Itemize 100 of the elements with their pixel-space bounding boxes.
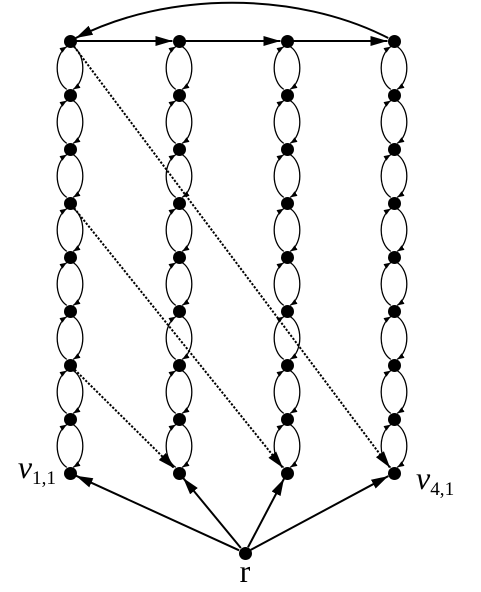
vertex-dot bbox=[64, 196, 76, 210]
curved-arrow bbox=[380, 262, 392, 306]
curved-arrow bbox=[72, 316, 84, 360]
vertex-dot bbox=[64, 358, 76, 372]
curved-arrow bbox=[380, 154, 392, 198]
curved-arrow bbox=[290, 262, 300, 306]
curved-arrow bbox=[290, 100, 300, 144]
curved-arrow bbox=[274, 100, 284, 144]
curved-arrow bbox=[72, 370, 84, 414]
dashed-arrow bbox=[73, 46, 391, 468]
curved-arrow bbox=[166, 208, 176, 252]
vertex-dot bbox=[280, 358, 294, 372]
vertex-dot bbox=[280, 304, 294, 318]
vertex-dot bbox=[388, 250, 400, 264]
vertex-dot bbox=[388, 196, 400, 210]
vertex-dot bbox=[64, 88, 76, 102]
curved-arrow bbox=[72, 208, 84, 252]
curved-arrow bbox=[182, 262, 192, 306]
curved-arrow bbox=[274, 208, 284, 252]
curved-arrow bbox=[274, 262, 284, 306]
curved-arrow bbox=[290, 370, 300, 414]
curved-arrow bbox=[56, 208, 68, 252]
arrow bbox=[186, 36, 280, 46]
curved-arrow bbox=[396, 208, 408, 252]
vertex-dot bbox=[172, 304, 186, 318]
vertex-dot bbox=[280, 88, 294, 102]
vertex-dot bbox=[280, 196, 294, 210]
curved-arrow bbox=[380, 370, 392, 414]
vertex-dot bbox=[388, 88, 400, 102]
vertex-dot bbox=[280, 466, 294, 480]
curved-arrow bbox=[380, 208, 392, 252]
curved-arrow bbox=[56, 262, 68, 306]
vertex-dot bbox=[172, 34, 186, 48]
arrow bbox=[247, 478, 285, 548]
curved-arrow bbox=[380, 316, 392, 360]
vertex-dot bbox=[280, 142, 294, 156]
vertex-dot bbox=[172, 412, 186, 426]
vertex-dot bbox=[172, 88, 186, 102]
curved-arrow bbox=[56, 424, 68, 468]
curved-arrow bbox=[290, 46, 300, 90]
curved-arrow bbox=[166, 100, 176, 144]
curved-arrow bbox=[75, 2, 389, 39]
curved-arrow bbox=[182, 316, 192, 360]
arrow bbox=[182, 477, 242, 549]
curved-arrow bbox=[72, 424, 84, 468]
curved-arrow bbox=[56, 46, 68, 90]
arrow bbox=[76, 36, 172, 46]
curved-arrow bbox=[166, 154, 176, 198]
curved-arrow bbox=[182, 208, 192, 252]
vertex-dot bbox=[64, 142, 76, 156]
arrow bbox=[294, 36, 388, 46]
vertex-dot bbox=[64, 466, 76, 480]
vertex-dot bbox=[64, 34, 76, 48]
curved-arrow bbox=[290, 154, 300, 198]
vertex-dot bbox=[280, 250, 294, 264]
vertex-dot bbox=[388, 304, 400, 318]
vertex-dot bbox=[388, 412, 400, 426]
vertex-dot bbox=[388, 34, 400, 48]
curved-arrow bbox=[182, 100, 192, 144]
curved-arrow bbox=[72, 46, 84, 90]
curved-arrow bbox=[182, 424, 192, 468]
curved-arrow bbox=[56, 100, 68, 144]
vertex-dot bbox=[64, 412, 76, 426]
vertex-dot bbox=[172, 466, 186, 480]
curved-arrow bbox=[72, 100, 84, 144]
vertex-dot bbox=[172, 142, 186, 156]
curved-arrow bbox=[396, 370, 408, 414]
curved-arrow bbox=[290, 316, 300, 360]
curved-arrow bbox=[166, 46, 176, 90]
curved-arrow bbox=[56, 370, 68, 414]
curved-arrow bbox=[274, 46, 284, 90]
curved-arrow bbox=[396, 46, 408, 90]
vertex-dot bbox=[172, 358, 186, 372]
dashed-arrow bbox=[73, 207, 284, 469]
curved-arrow bbox=[290, 208, 300, 252]
curved-arrow bbox=[182, 370, 192, 414]
curved-arrow bbox=[274, 316, 284, 360]
vertex-dot bbox=[64, 250, 76, 264]
curved-arrow bbox=[182, 46, 192, 90]
vertex-dot bbox=[388, 466, 400, 480]
curved-arrow bbox=[396, 154, 408, 198]
curved-arrow bbox=[396, 100, 408, 144]
curved-arrow bbox=[380, 100, 392, 144]
curved-arrow bbox=[56, 316, 68, 360]
vertex-label: r bbox=[240, 555, 250, 587]
curved-arrow bbox=[166, 370, 176, 414]
curved-arrow bbox=[380, 424, 392, 468]
arrow bbox=[76, 474, 240, 552]
vertex-dot bbox=[172, 250, 186, 264]
dashed-arrow bbox=[74, 368, 176, 470]
curved-arrow bbox=[274, 154, 284, 198]
curved-arrow bbox=[396, 424, 408, 468]
curved-arrow bbox=[274, 370, 284, 414]
curved-arrow bbox=[56, 154, 68, 198]
vertex-dot bbox=[388, 142, 400, 156]
curved-arrow bbox=[72, 262, 84, 306]
curved-arrow bbox=[396, 262, 408, 306]
vertex-dot bbox=[280, 34, 294, 48]
curved-arrow bbox=[380, 46, 392, 90]
curved-arrow bbox=[182, 154, 192, 198]
